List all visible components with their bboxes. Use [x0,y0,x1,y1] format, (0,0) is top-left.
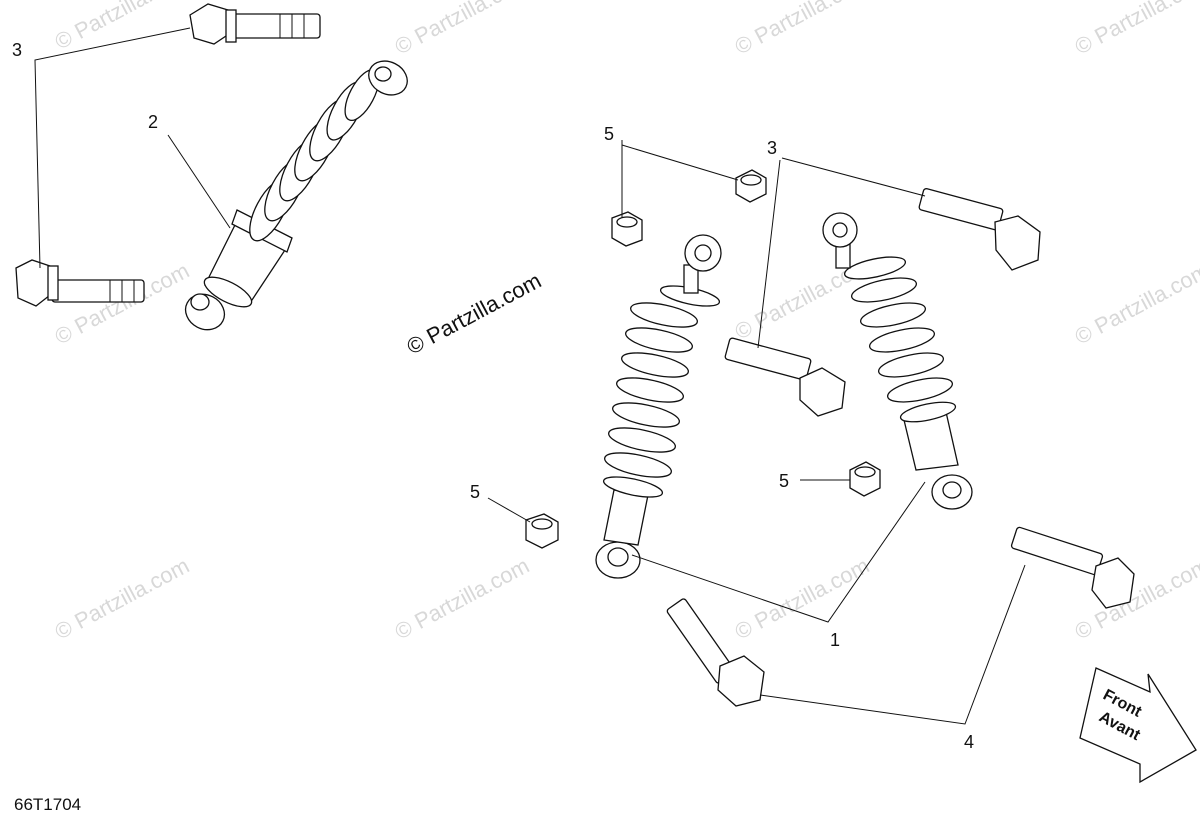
callout-4: 4 [964,732,974,752]
spring-coils [604,302,698,478]
watermark: © Partzilla.com [391,553,534,645]
callout-3: 3 [767,138,777,158]
watermark: © Partzilla.com [731,553,874,645]
bolt-bottom-left [15,259,145,307]
copyright-text: © Partzilla.com [403,268,546,360]
spring-coils [843,256,953,403]
watermark: © Partzilla.com [1071,258,1200,350]
spring-coils [249,68,380,242]
front-shock-absorber-right [822,212,973,510]
watermark: © Partzilla.com [391,0,534,59]
callout-5: 5 [779,471,789,491]
front-direction-arrow: Front Avant [1079,667,1197,784]
callout-1: 1 [830,630,840,650]
rear-shock-absorber [184,60,408,331]
watermark: © Partzilla.com [51,258,194,350]
bolt-lower-right [1010,526,1135,609]
nut-center [849,461,881,497]
bolt-top-left [189,3,321,45]
callout-labels: 3 2 5 3 5 5 1 4 [12,40,974,752]
callout-5: 5 [470,482,480,502]
illustration-code: 66T1704 [14,795,81,814]
callout-2: 2 [148,112,158,132]
front-shock-absorber-left [595,234,722,579]
bolt-upper-right [918,188,1041,271]
callout-3: 3 [12,40,22,60]
nut-lower-left [525,513,559,549]
nut-left [611,211,643,247]
nut-top [735,169,767,203]
watermark: © Partzilla.com [1071,0,1200,59]
callout-5: 5 [604,124,614,144]
watermark: © Partzilla.com [51,0,194,54]
leader-lines [34,27,1026,725]
bolt-lower-center [666,598,765,707]
watermark: © Partzilla.com [731,0,874,59]
bolt-middle [724,337,846,417]
watermark: © Partzilla.com [51,553,194,645]
